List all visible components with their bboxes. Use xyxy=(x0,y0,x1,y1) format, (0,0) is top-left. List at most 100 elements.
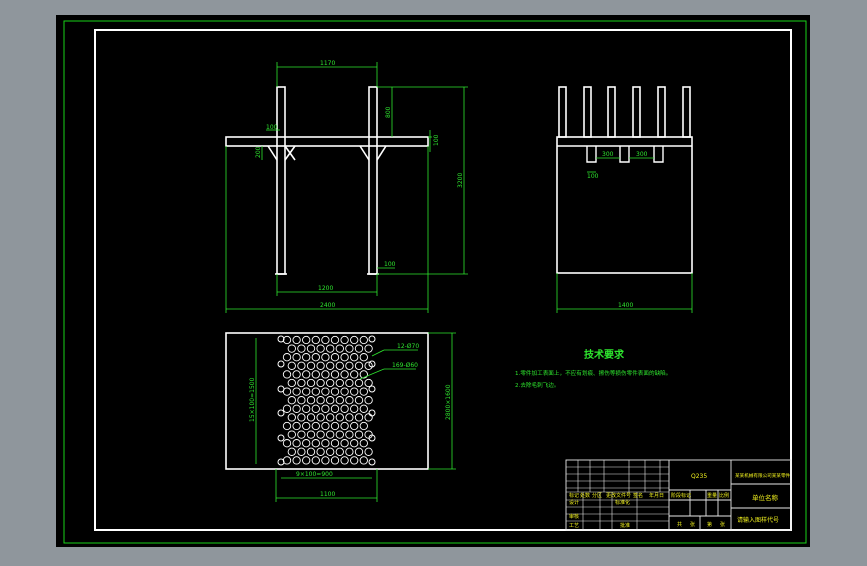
tech-heading: 技术要求 xyxy=(584,348,625,361)
bolt-hole-left-2 xyxy=(277,360,285,368)
top-bolt-holes xyxy=(277,335,376,466)
grid-hole xyxy=(326,361,335,370)
grid-hole xyxy=(316,361,325,370)
side-dimensions xyxy=(556,157,693,313)
grid-hole xyxy=(316,413,325,422)
tech-item-1: 1.零件加工表面上，不应有划痕、擦伤等损伤零件表面的缺陷。 xyxy=(515,369,671,377)
dim-text-foot: 100 xyxy=(384,261,396,268)
side-text-slot-b: 300 xyxy=(636,151,648,158)
tb-left-count: 处数 xyxy=(580,492,590,499)
grid-hole xyxy=(311,387,320,396)
title-block-frame xyxy=(565,459,792,531)
dim-text-overall: 2400 xyxy=(320,302,335,309)
grid-hole xyxy=(302,421,311,431)
grid-hole xyxy=(359,335,368,345)
grid-hole xyxy=(316,378,325,388)
grid-hole xyxy=(297,413,306,422)
bolt-hole-right-2 xyxy=(368,360,376,368)
grid-hole xyxy=(302,387,311,396)
grid-hole xyxy=(354,447,364,456)
grid-hole xyxy=(330,421,340,431)
grid-hole xyxy=(354,430,364,439)
grid-hole xyxy=(345,361,354,370)
grid-hole xyxy=(282,404,292,413)
grid-hole xyxy=(321,353,330,362)
grid-hole xyxy=(297,396,306,405)
tb-role-std: 标准化 xyxy=(615,499,630,506)
grid-hole xyxy=(340,439,349,448)
grid-hole xyxy=(297,361,306,370)
side-post-5 xyxy=(657,86,666,138)
grid-hole xyxy=(354,378,364,388)
grid-hole xyxy=(330,404,340,413)
grid-hole xyxy=(321,335,330,345)
bolt-hole-right-6 xyxy=(368,458,376,466)
grid-hole xyxy=(302,439,311,448)
grid-hole xyxy=(359,421,368,431)
side-posts xyxy=(558,86,691,138)
paper-sheet xyxy=(56,15,810,547)
grid-hole xyxy=(345,413,354,422)
grid-hole xyxy=(292,421,301,431)
grid-hole xyxy=(292,370,301,379)
grid-hole xyxy=(326,378,335,388)
grid-hole xyxy=(354,396,364,405)
side-slot-3 xyxy=(653,146,664,163)
tb-left-mark: 标记 xyxy=(569,492,579,499)
grid-hole xyxy=(350,387,359,396)
tb-sheet-total: 共 xyxy=(677,521,682,528)
bolt-hole-left-5 xyxy=(277,434,285,442)
grid-hole xyxy=(287,413,296,422)
grid-hole xyxy=(330,370,340,379)
tb-drawing-code: 请输入图样代号 xyxy=(737,516,779,524)
side-text-bottom: 1400 xyxy=(618,302,633,309)
grid-hole xyxy=(326,430,335,439)
grid-hole xyxy=(340,353,349,362)
grid-hole xyxy=(311,439,320,448)
grid-hole xyxy=(330,353,340,362)
grid-hole xyxy=(335,413,344,422)
grid-hole xyxy=(282,335,292,345)
side-slot-2 xyxy=(619,146,630,163)
grid-hole xyxy=(335,344,344,353)
bolt-hole-left-1 xyxy=(277,335,285,343)
tech-item-2: 2.去除毛刺飞边。 xyxy=(515,381,560,389)
grid-hole xyxy=(326,447,335,456)
grid-hole xyxy=(330,387,340,396)
front-brace-ll xyxy=(267,145,278,161)
bolt-hole-right-5 xyxy=(368,434,376,442)
top-text-right: 2800×1600 xyxy=(445,384,452,420)
grid-hole xyxy=(354,413,364,422)
grid-hole xyxy=(287,344,296,353)
grid-hole xyxy=(292,439,301,448)
grid-hole xyxy=(321,421,330,431)
tb-sheet-total-unit: 张 xyxy=(690,521,695,528)
top-plate xyxy=(225,332,429,470)
side-post-3 xyxy=(607,86,616,138)
side-post-1 xyxy=(558,86,567,138)
tb-role-approve: 批准 xyxy=(620,522,630,529)
grid-hole xyxy=(350,439,359,448)
grid-hole xyxy=(350,353,359,362)
dim-text-top: 1170 xyxy=(320,60,335,67)
top-text-width: 1100 xyxy=(320,491,335,498)
top-leader-b xyxy=(359,368,385,380)
front-brace-left-2 xyxy=(284,145,296,161)
bolt-hole-left-4 xyxy=(277,409,285,417)
grid-hole xyxy=(340,387,349,396)
grid-hole xyxy=(292,335,301,345)
grid-hole xyxy=(364,396,373,405)
bolt-hole-right-1 xyxy=(368,335,376,343)
top-text-bolt-b: 169-Ø60 xyxy=(392,362,418,369)
dim-text-post: 800 xyxy=(385,106,392,118)
grid-hole xyxy=(359,456,368,465)
grid-hole xyxy=(306,430,316,439)
front-dim-texts: 1170 800 100 100 200 3200 100 1200 2400 xyxy=(255,60,464,309)
grid-hole xyxy=(306,396,316,405)
grid-hole xyxy=(292,404,301,413)
top-text-left: 15×100=1500 xyxy=(249,377,256,422)
grid-hole xyxy=(306,413,316,422)
top-view xyxy=(225,332,429,470)
